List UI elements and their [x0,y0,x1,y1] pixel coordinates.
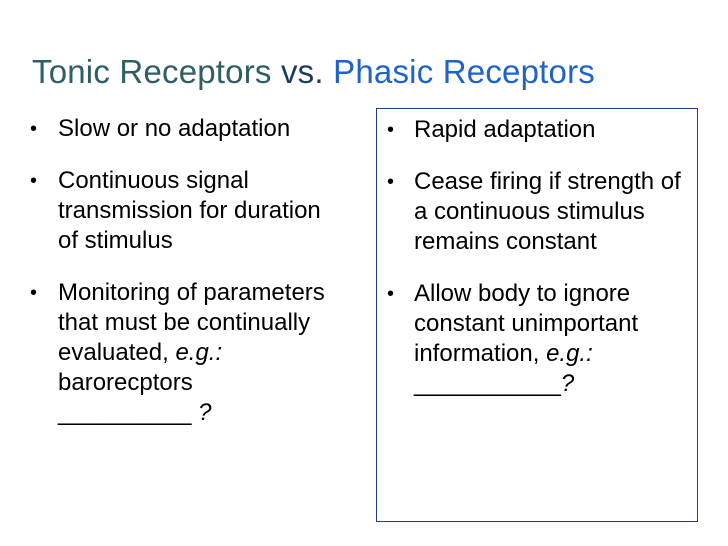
phasic-blank: ___________ [414,370,561,397]
tonic-item-3: • Monitoring of parameters that must be … [22,278,344,428]
phasic-list: • Rapid adaptation • Cease firing if str… [381,115,697,399]
tonic-question: ? [198,399,212,426]
bullet-icon: • [30,118,38,140]
phasic-item-text: Rapid adaptation [414,116,596,143]
tonic-item-2: • Continuous signal transmission for dur… [22,166,344,256]
tonic-list: • Slow or no adaptation • Continuous sig… [22,114,344,428]
tonic-item-text: Continuous signal transmission for durat… [58,167,321,254]
bullet-icon: • [387,119,395,141]
phasic-column-box: • Rapid adaptation • Cease firing if str… [376,108,698,522]
tonic-column: • Slow or no adaptation • Continuous sig… [22,108,344,522]
bullet-icon: • [30,170,38,192]
title-vs: vs. [280,53,324,90]
phasic-item-3: • Allow body to ignore constant unimport… [381,279,697,399]
phasic-item-1: • Rapid adaptation [381,115,697,145]
phasic-item-text: Allow body to ignore constant unimportan… [414,280,639,367]
title-tonic: Tonic Receptors [32,53,272,90]
bullet-icon: • [387,283,395,305]
phasic-item-2: • Cease firing if strength of a continuo… [381,167,697,257]
phasic-item-text: Cease firing if strength of a continuous… [414,168,681,255]
phasic-eg: e.g.: [546,340,593,367]
tonic-item-text: Slow or no adaptation [58,115,291,142]
tonic-item-1: • Slow or no adaptation [22,114,344,144]
bullet-icon: • [387,171,395,193]
bullet-icon: • [30,282,38,304]
title-phasic: Phasic Receptors [333,53,595,90]
tonic-example: barorecptors [58,369,193,396]
slide-title: Tonic Receptors vs. Phasic Receptors [32,50,595,94]
tonic-eg: e.g.: [175,339,223,366]
phasic-question: ? [560,370,575,397]
tonic-blank: __________ [58,399,192,426]
tonic-item-text: Monitoring of parameters that must be co… [58,279,325,366]
